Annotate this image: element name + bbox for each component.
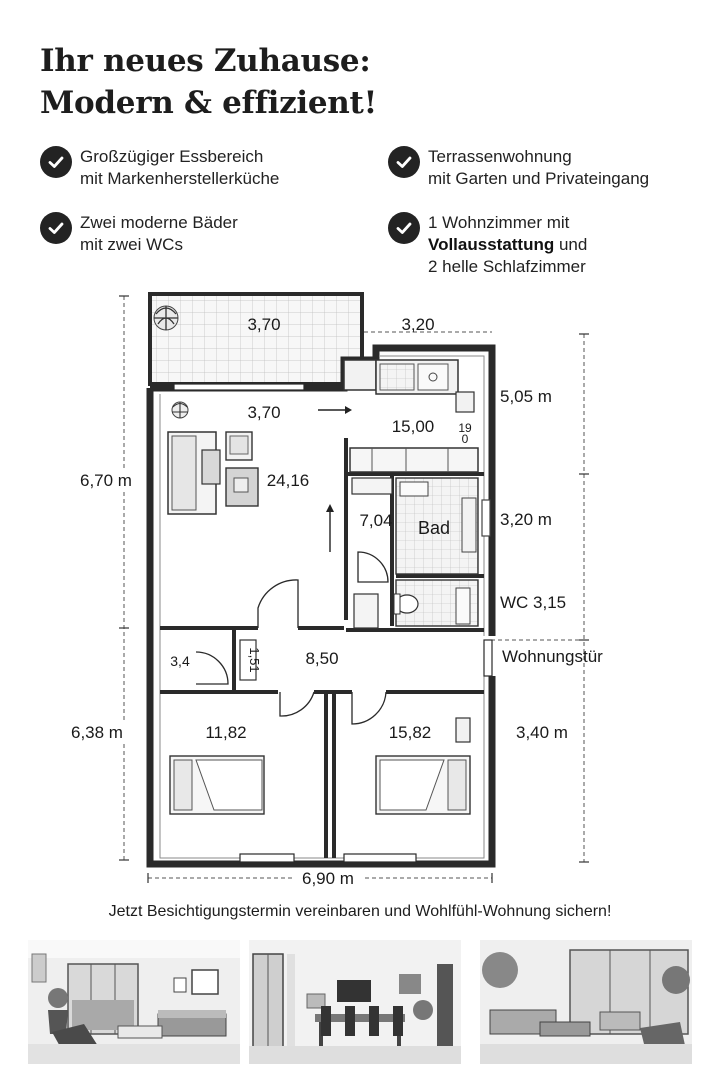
- feature-rooms-bold: Vollausstattung: [428, 235, 555, 254]
- living-room-photo: [28, 940, 240, 1064]
- feature-rooms-rest: und: [554, 235, 588, 254]
- terrace-width-label: 3,20: [401, 315, 434, 334]
- feature-rooms: 1 Wohnzimmer mit Vollausstattung und 2 h…: [388, 212, 587, 278]
- check-icon: [40, 146, 72, 178]
- bedroom1-area-label: 11,82: [205, 723, 246, 742]
- feature-rooms-line2: Vollausstattung und: [428, 234, 587, 256]
- bedroom2-area-label: 15,82: [389, 723, 432, 742]
- dim-left-lower-bg-rect: [66, 722, 130, 744]
- dimension-ticks: [119, 295, 589, 883]
- entrance-label: Wohnungstür: [502, 647, 603, 666]
- check-icon: [388, 212, 420, 244]
- closet-icon: [239, 639, 257, 681]
- check-icon: [388, 146, 420, 178]
- wc-fixtures: [353, 579, 479, 629]
- feature-baths-line2: mit zwei WCs: [80, 235, 183, 254]
- dim-left-upper-bg-rect: [76, 470, 138, 492]
- sofa-icon: [167, 431, 221, 515]
- armchair-icon: [225, 431, 253, 461]
- interior-walls: [160, 438, 484, 858]
- feature-baths: Zwei moderne Bäder mit zwei WCs: [40, 212, 238, 256]
- fridge-label-2: 0: [462, 432, 469, 446]
- corridor-area-label: 8,50: [305, 649, 338, 668]
- dim-right-3: WC 3,15: [500, 593, 566, 612]
- dining-width-label: 3,70: [247, 403, 280, 422]
- dim-right-4: 3,40 m: [516, 723, 568, 742]
- bed-icon: [169, 755, 265, 815]
- bathroom-fixtures: [351, 477, 491, 575]
- fridge-label: 19: [458, 421, 472, 435]
- dim-bottom-bg-rect: [292, 868, 364, 890]
- terrace-area-label: 3,70: [247, 315, 280, 334]
- feature-dining: Großzügiger Essbereich mit Markenherstel…: [40, 146, 279, 190]
- page-headline: Ihr neues Zuhause: Modern & effizient!: [40, 40, 377, 124]
- bath-label: Bad: [418, 518, 450, 538]
- windows: [173, 383, 493, 863]
- storage-area-label: 3,4: [170, 653, 190, 669]
- bed-icon: [375, 755, 471, 815]
- arrow-icon: [318, 406, 352, 552]
- feature-terrace-line2: mit Garten und Privateingang: [428, 169, 650, 188]
- lounge-photo: [480, 940, 692, 1064]
- headline-line-1: Ihr neues Zuhause:: [40, 43, 371, 79]
- call-to-action: Jetzt Besichtigungstermin vereinbaren un…: [108, 903, 612, 920]
- closet-area-label: 1,51: [247, 647, 262, 672]
- doors: [195, 551, 389, 725]
- kitchen-area-label: 15,00: [392, 417, 435, 436]
- living-area-label: 24,16: [267, 471, 310, 490]
- feature-terrace: Terrassenwohnung mit Garten und Privatei…: [388, 146, 649, 190]
- feature-rooms-line3: 2 helle Schlafzimmer: [428, 257, 586, 276]
- terrace: [148, 292, 364, 386]
- dim-left-lower: 6,38 m: [71, 723, 123, 742]
- coffee-table-icon: [225, 467, 259, 507]
- plant-icon: [171, 401, 189, 419]
- headline-line-2: Modern & effizient!: [40, 85, 377, 121]
- feature-dining-line1: Großzügiger Essbereich: [80, 147, 264, 166]
- dim-right-2: 3,20 m: [500, 510, 552, 529]
- dim-bottom: 6,90 m: [302, 869, 354, 888]
- check-icon: [40, 212, 72, 244]
- feature-baths-line1: Zwei moderne Bäder: [80, 213, 238, 232]
- wardrobe-icon: [455, 717, 471, 743]
- feature-terrace-line1: Terrassenwohnung: [428, 147, 572, 166]
- floor-plan: 3,70 3,20 3,70 15,00 19 0 24,16 7,04 Bad…: [66, 292, 603, 890]
- plant-icon: [153, 305, 179, 331]
- feature-dining-line2: mit Markenherstellerküche: [80, 169, 280, 188]
- dim-right-1: 5,05 m: [500, 387, 552, 406]
- kitchen-counter: [343, 359, 479, 473]
- feature-rooms-line1: 1 Wohnzimmer mit: [428, 213, 570, 232]
- dining-room-photo: [249, 940, 461, 1064]
- dim-left-upper: 6,70 m: [80, 471, 132, 490]
- hall-area-label: 7,04: [359, 511, 392, 530]
